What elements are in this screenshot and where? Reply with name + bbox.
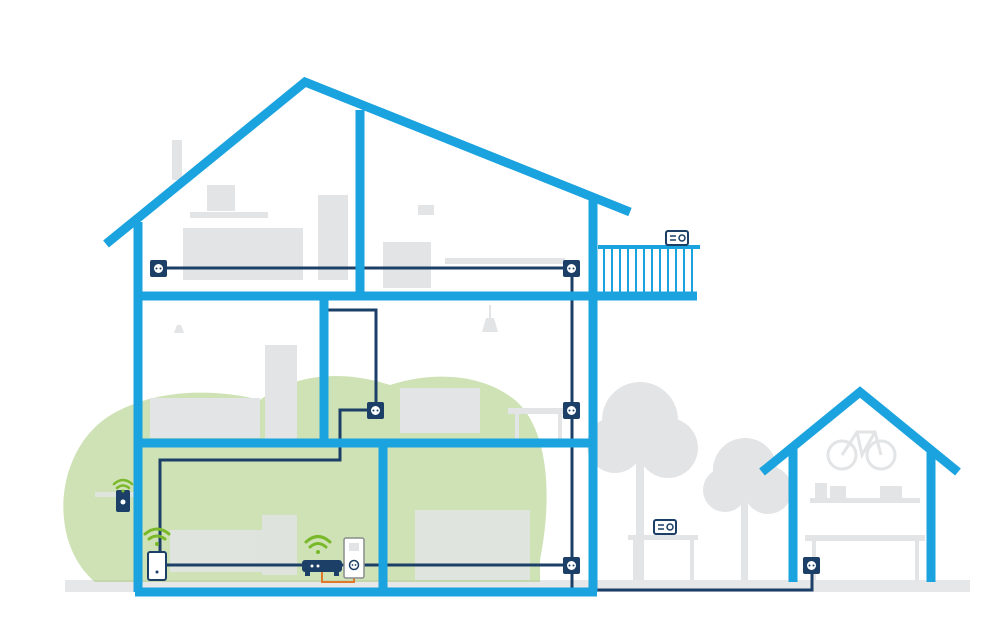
garden-table: [628, 535, 698, 580]
powerline-adapter-icon: [343, 537, 365, 579]
tree-icon: [703, 438, 792, 580]
network-cables: [158, 266, 814, 592]
wifi-icon: [112, 478, 134, 493]
powerline-adapter-icon: [116, 490, 130, 512]
tree-icon: [587, 382, 698, 580]
main-house-walls: [103, 76, 697, 597]
radio-icon: [653, 519, 677, 535]
balcony-railing: [598, 245, 700, 295]
lamp-icon: [174, 305, 498, 333]
radio-icon: [665, 230, 689, 246]
power-outlet-icon: [563, 402, 580, 419]
middle-floor-furniture: [150, 345, 568, 440]
attic-bedroom-furniture: [172, 140, 565, 288]
power-outlet-icon: [367, 402, 384, 419]
router-icon: [302, 560, 342, 576]
wifi-icon: [304, 535, 332, 554]
powerline-adapter-icon: [147, 551, 167, 581]
garage-shelves: [805, 483, 925, 580]
power-outlet-icon: [563, 260, 580, 277]
power-outlet-icon: [563, 557, 580, 574]
bicycle-icon: [826, 430, 897, 471]
ground-floor-furniture: [95, 492, 530, 580]
power-outlet-icon: [803, 557, 820, 574]
wifi-icon: [143, 527, 171, 546]
garage-walls: [759, 386, 961, 582]
power-outlet-icon: [150, 260, 167, 277]
